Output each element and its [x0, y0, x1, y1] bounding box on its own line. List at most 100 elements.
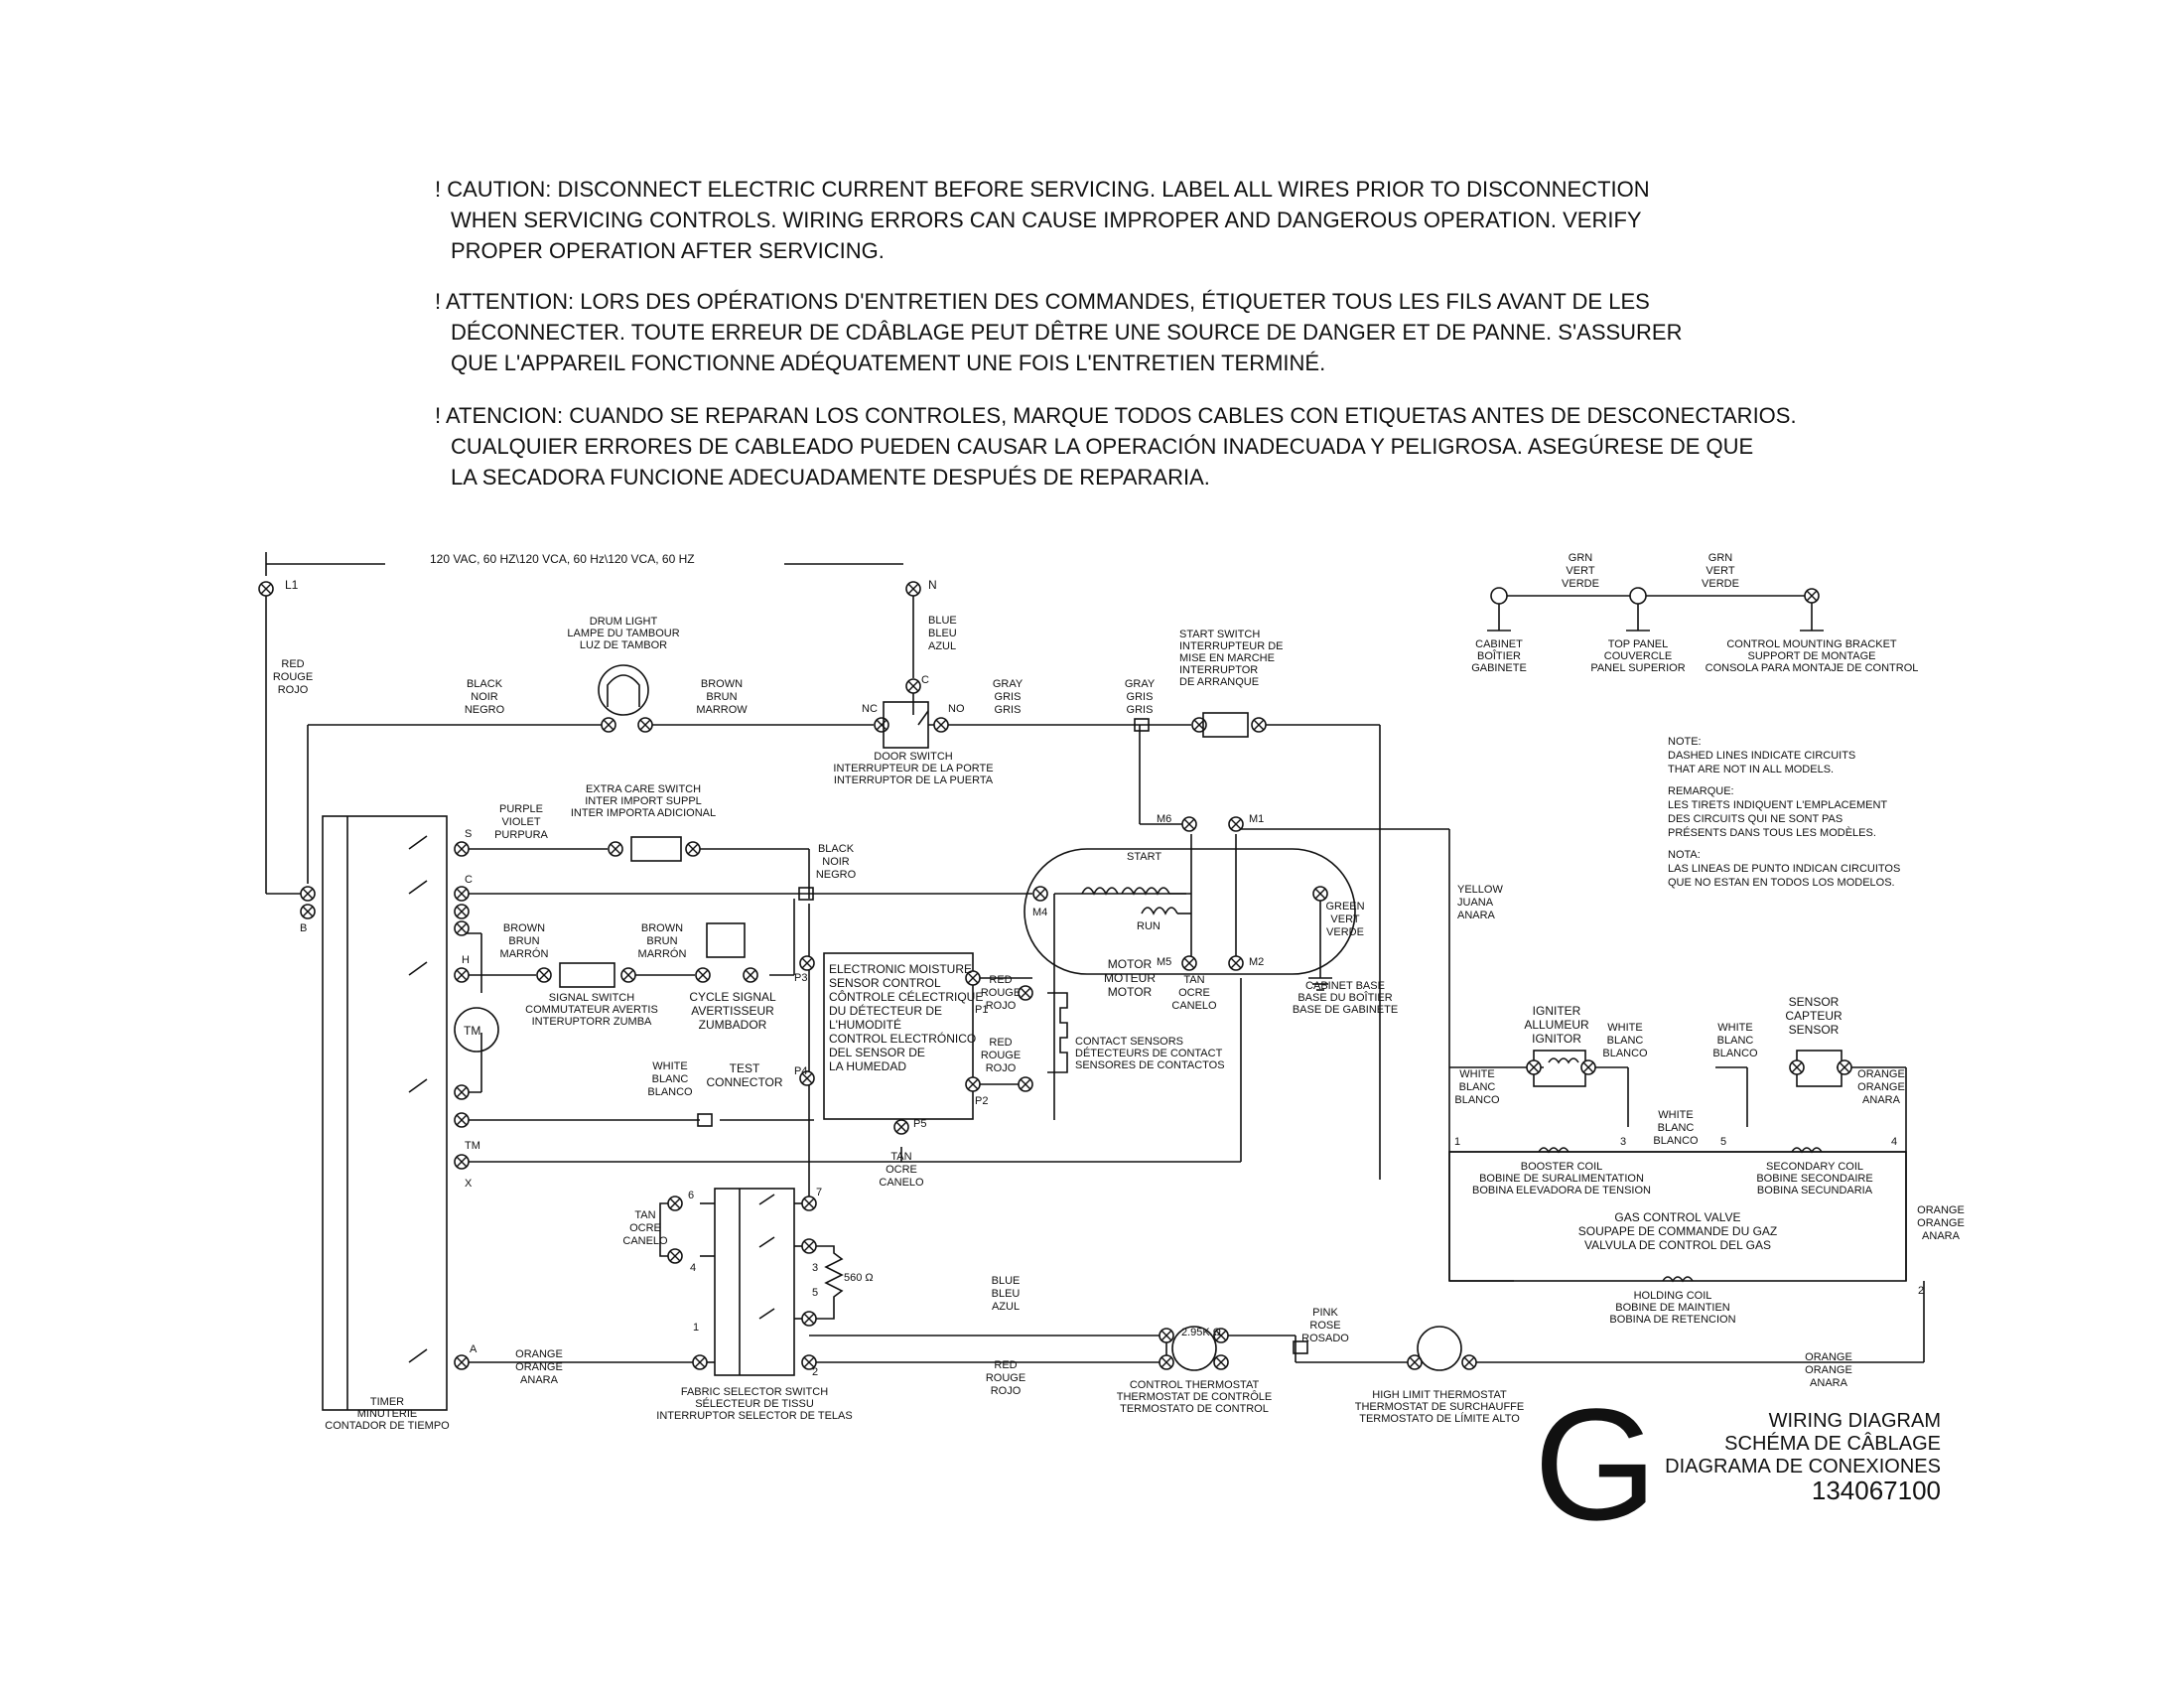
secondary-coil-label: BOBINE SECONDAIRE [1756, 1173, 1872, 1185]
wire-color-label: ROUGE [981, 1050, 1021, 1061]
resistor-value: 560 Ω [844, 1272, 874, 1284]
wire-color-label: VERT [1330, 914, 1359, 925]
wire-color-label: ROJO [991, 1385, 1022, 1397]
wire-color-label: ORANGE [1917, 1204, 1965, 1216]
moisture-control-label: SENSOR CONTROL [829, 976, 941, 990]
title-line: WIRING DIAGRAM [1769, 1410, 1941, 1432]
part-number: 134067100 [1812, 1476, 1941, 1505]
note-line: REMARQUE: [1668, 785, 1734, 797]
drum-light-label: LAMPE DU TAMBOUR [567, 628, 679, 639]
wire-color-label: BROWN [503, 922, 545, 934]
wire-color-label: BLANCO [1653, 1135, 1699, 1147]
drum-light-label: LUZ DE TAMBOR [580, 639, 667, 651]
control-thermostat-label: CONTROL THERMOSTAT [1130, 1379, 1260, 1391]
note-line: LES TIRETS INDIQUENT L'EMPLACEMENT [1668, 799, 1887, 811]
terminal-label: C [465, 874, 473, 886]
terminal-label: M6 [1157, 813, 1171, 825]
cabinet-base-label: BASE DU BOÎTIER [1297, 991, 1392, 1004]
wire-color-label: ANARA [520, 1374, 559, 1386]
wire-color-label: RED [989, 1037, 1012, 1049]
terminal-label: P5 [913, 1118, 926, 1130]
wire-color-label: WHITE [1459, 1068, 1494, 1080]
holding-coil-label: BOBINE DE MAINTIEN [1615, 1302, 1730, 1314]
terminal-label: 4 [690, 1262, 696, 1274]
title-line: DIAGRAMA DE CONEXIONES [1665, 1456, 1941, 1477]
wire-color-label: BRUN [508, 935, 539, 947]
wire-color-label: ORANGE [1805, 1364, 1852, 1376]
wire-color-label: BLANCO [1454, 1094, 1500, 1106]
wire-color-label: OCRE [886, 1164, 917, 1176]
terminal-label: N [928, 578, 937, 592]
ground-symbols [1487, 587, 1824, 632]
note-line: THAT ARE NOT IN ALL MODELS. [1668, 764, 1834, 775]
terminal-label: 5 [1720, 1136, 1726, 1148]
control-bracket-ground-label: CONSOLA PARA MONTAJE DE CONTROL [1706, 662, 1919, 674]
title-block: G WIRING DIAGRAM SCHÉMA DE CÂBLAGE DIAGR… [1534, 1375, 1941, 1553]
wire-color-label: JUANA [1457, 897, 1494, 909]
wire-color-label: ORANGE [1857, 1068, 1905, 1080]
wire-color-label: NOIR [822, 856, 850, 868]
wire-color-label: GREEN [1325, 901, 1364, 913]
wire-color-label: ROJO [986, 1000, 1017, 1012]
wire-color-label: WHITE [1658, 1109, 1693, 1121]
terminal-label: A [470, 1343, 478, 1355]
wire-color-label: RED [281, 658, 304, 670]
title-line: SCHÉMA DE CÂBLAGE [1724, 1432, 1941, 1455]
wire-color-label: BLUE [992, 1275, 1021, 1287]
wire-color-label: WHITE [652, 1060, 687, 1072]
supply-label: 120 VAC, 60 HZ\120 VCA, 60 Hz\120 VCA, 6… [430, 552, 695, 566]
gas-control-valve-label: SOUPAPE DE COMMANDE DU GAZ [1578, 1224, 1777, 1238]
wire-color-label: BLACK [467, 678, 503, 690]
top-panel-ground-label: TOP PANEL [1608, 638, 1669, 650]
wire-color-label: BLUE [928, 615, 957, 627]
motor-label: MOTEUR [1104, 971, 1156, 985]
booster-coil-label: BOBINE DE SURALIMENTATION [1479, 1173, 1644, 1185]
cabinet-ground-label: BOÎTIER [1477, 649, 1521, 662]
start-switch-label: INTERRUPTOR [1179, 664, 1258, 676]
note-line: NOTE: [1668, 736, 1702, 748]
wire-color-label: CANELO [622, 1235, 668, 1247]
signal-switch-label: COMMUTATEUR AVERTIS [525, 1004, 658, 1016]
gas-control-valve-label: GAS CONTROL VALVE [1614, 1210, 1740, 1224]
wire-color-label: BLANCO [647, 1086, 693, 1098]
wire-color-label: OCRE [1178, 987, 1210, 999]
moisture-control-label: ELECTRONIC MOISTURE [829, 962, 972, 976]
component-symbols [454, 664, 1823, 1371]
caution-french: ! ATTENTION: LORS DES OPÉRATIONS D'ENTRE… [435, 286, 1683, 378]
caution-line: WHEN SERVICING CONTROLS. WIRING ERRORS C… [451, 208, 1642, 232]
sensor-label: SENSOR [1789, 1023, 1840, 1037]
door-switch-label: DOOR SWITCH [874, 751, 952, 763]
wire-color-label: BLANCO [1712, 1048, 1758, 1059]
gas-control-valve-label: VALVULA DE CONTROL DEL GAS [1584, 1238, 1771, 1252]
wire-color-label: NEGRO [465, 704, 505, 716]
terminal-label: S [465, 828, 472, 840]
terminal-label: M2 [1249, 956, 1264, 968]
booster-coil-label: BOBINA ELEVADORA DE TENSION [1472, 1185, 1651, 1196]
cabinet-base-label: CABINET BASE [1305, 980, 1385, 992]
wire-color-label: BROWN [641, 922, 683, 934]
wire-color-label: GRAY [993, 678, 1024, 690]
fabric-selector-switch-label: SÉLECTEUR DE TISSU [695, 1397, 814, 1410]
cabinet-ground-label: GABINETE [1471, 662, 1527, 674]
timer-label: CONTADOR DE TIEMPO [325, 1420, 450, 1432]
caution-line: PROPER OPERATION AFTER SERVICING. [451, 238, 885, 263]
terminal-label: 7 [816, 1187, 822, 1198]
terminal-label: P2 [975, 1095, 988, 1107]
wire-color-label: PURPLE [499, 803, 543, 815]
note-line: PRÉSENTS DANS TOUS LES MODÈLES. [1668, 826, 1876, 839]
wire-color-label: BRUN [706, 691, 737, 703]
high-limit-thermostat-label: TERMOSTATO DE LÍMITE ALTO [1359, 1412, 1520, 1425]
motor-label: MOTOR [1108, 957, 1153, 971]
terminal-label: 5 [812, 1287, 818, 1299]
wire-color-label: BLEU [928, 628, 957, 639]
high-limit-thermostat-label: THERMOSTAT DE SURCHAUFFE [1355, 1401, 1525, 1413]
terminal-label: 1 [1454, 1136, 1460, 1148]
moisture-control-label: L'HUMODITÉ [829, 1017, 901, 1032]
wire-color-label: VERDE [1702, 578, 1739, 590]
terminal-label: P4 [794, 1065, 807, 1077]
wire-color-label: GRN [1708, 552, 1733, 564]
wire-color-label: NEGRO [816, 869, 857, 881]
diagram-labels: 120 VAC, 60 HZ\120 VCA, 60 Hz\120 VCA, 6… [285, 552, 1924, 1378]
extra-care-switch-label: EXTRA CARE SWITCH [586, 783, 701, 795]
